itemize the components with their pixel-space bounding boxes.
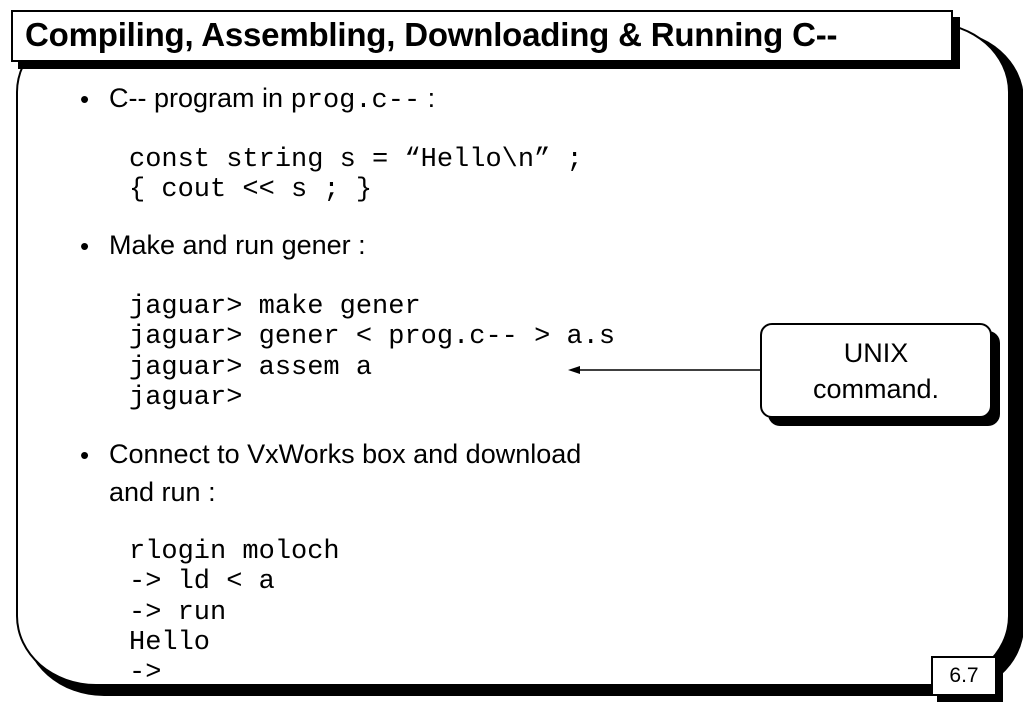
bullet-2-text: Make and run gener :	[109, 230, 366, 260]
code-line: jaguar> assem a	[129, 352, 373, 383]
bullet-1-code: prog.c--	[290, 86, 421, 116]
code-block-1: const string s = “Hello\n” ; { cout << s…	[129, 145, 583, 206]
code-line: jaguar> make gener	[129, 292, 421, 322]
bullet-1-suffix: :	[420, 83, 436, 113]
unix-command-callout: UNIX command.	[760, 323, 992, 418]
bullet-2: Make and run gener :	[109, 226, 366, 264]
code-line: Hello	[129, 627, 211, 658]
code-line: const string s = “Hello\n” ;	[129, 145, 583, 175]
code-line: { cout << s ; }	[129, 175, 373, 206]
code-line: -> run	[129, 597, 227, 628]
callout-line1: UNIX	[843, 338, 909, 368]
code-line: jaguar> gener < prog.c-- > a.s	[129, 322, 616, 353]
slide-title: Compiling, Assembling, Downloading & Run…	[25, 16, 838, 53]
title-box: Compiling, Assembling, Downloading & Run…	[11, 10, 953, 62]
code-line: ->	[129, 658, 162, 689]
bullet-1: C-- program in prog.c-- :	[109, 79, 435, 120]
code-line: -> ld < a	[129, 567, 275, 598]
callout-line2: command.	[812, 374, 940, 404]
page-number: 6.7	[931, 656, 997, 696]
bullet-1-text: C-- program in	[109, 83, 291, 113]
bullet-dot-3: •	[80, 440, 90, 470]
code-block-3: rlogin moloch -> ld < a -> run Hello ->	[129, 537, 340, 688]
code-line: jaguar>	[129, 382, 243, 413]
code-line: rlogin moloch	[129, 537, 340, 567]
bullet-3: Connect to VxWorks box and download and …	[109, 435, 581, 511]
bullet-dot-2: •	[80, 231, 90, 261]
code-block-2: jaguar> make gener jaguar> gener < prog.…	[129, 292, 615, 413]
bullet-3-line2: and run :	[109, 477, 216, 507]
bullet-3-line1: Connect to VxWorks box and download	[109, 439, 582, 469]
bullet-dot-1: •	[80, 84, 90, 114]
